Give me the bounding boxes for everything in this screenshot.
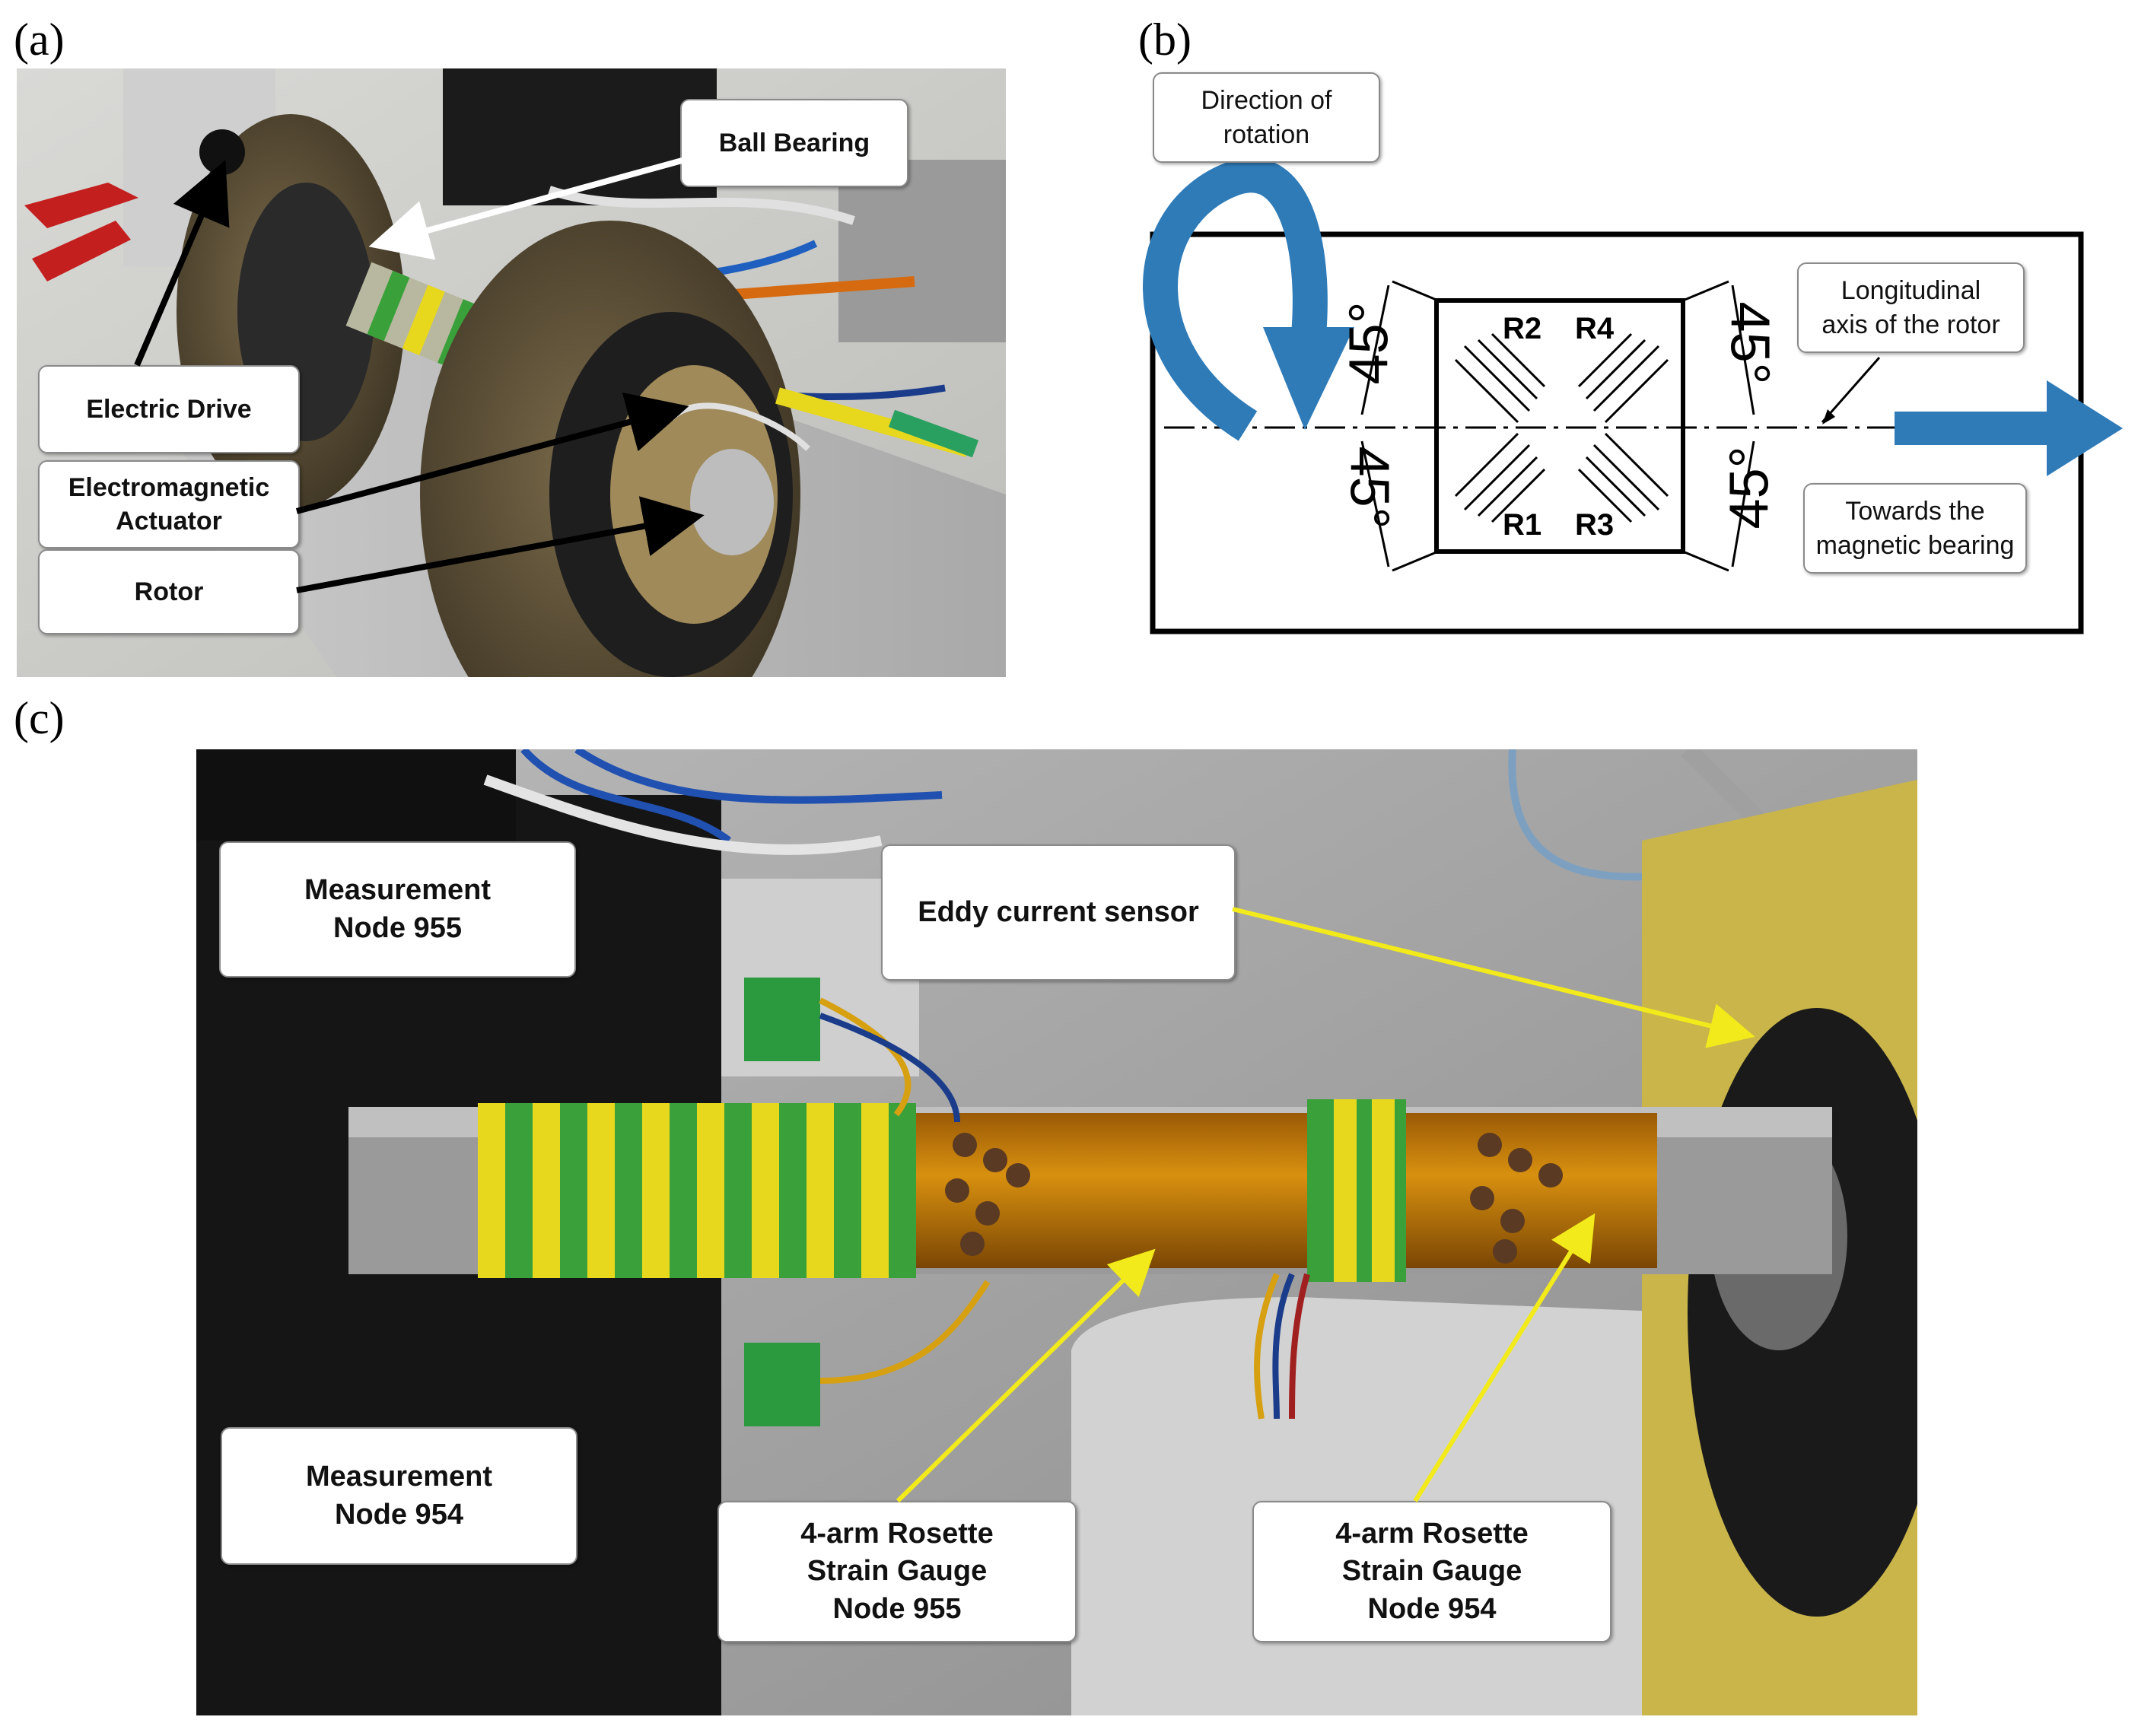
gauge-label-r1: R1 bbox=[1503, 508, 1542, 542]
panel-c-label: (c) bbox=[14, 693, 65, 743]
panel-b-label: (b) bbox=[1138, 14, 1191, 65]
callout-eddy-current-sensor: Eddy current sensor bbox=[881, 844, 1236, 981]
callout-electric-drive: Electric Drive bbox=[38, 365, 300, 453]
callout-electromagnetic-actuator: Electromagnetic Actuator bbox=[38, 460, 300, 548]
callout-ball-bearing: Ball Bearing bbox=[680, 99, 908, 187]
callout-measurement-node-954: Measurement Node 954 bbox=[221, 1427, 577, 1565]
angle-label-top-right: 45° bbox=[1719, 301, 1780, 385]
panel-a-label: (a) bbox=[14, 14, 65, 65]
gauge-label-r2: R2 bbox=[1503, 312, 1542, 345]
angle-label-top-left: 45° bbox=[1338, 301, 1400, 385]
angle-label-bottom-right: 45° bbox=[1719, 446, 1780, 529]
callout-rosette-node-954: 4-arm Rosette Strain Gauge Node 954 bbox=[1252, 1501, 1611, 1642]
callout-measurement-node-955: Measurement Node 955 bbox=[219, 841, 576, 978]
callout-rotor: Rotor bbox=[38, 549, 300, 634]
callout-rosette-node-955: 4-arm Rosette Strain Gauge Node 955 bbox=[717, 1501, 1077, 1642]
gauge-label-r4: R4 bbox=[1575, 312, 1615, 345]
callout-direction-of-rotation: Direction of rotation bbox=[1153, 72, 1380, 163]
angle-label-bottom-left: 45° bbox=[1338, 446, 1400, 529]
gauge-label-r3: R3 bbox=[1575, 508, 1615, 542]
callout-towards-magnetic-bearing: Towards the magnetic bearing bbox=[1803, 483, 2027, 574]
callout-longitudinal-axis: Longitudinal axis of the rotor bbox=[1797, 262, 2025, 353]
